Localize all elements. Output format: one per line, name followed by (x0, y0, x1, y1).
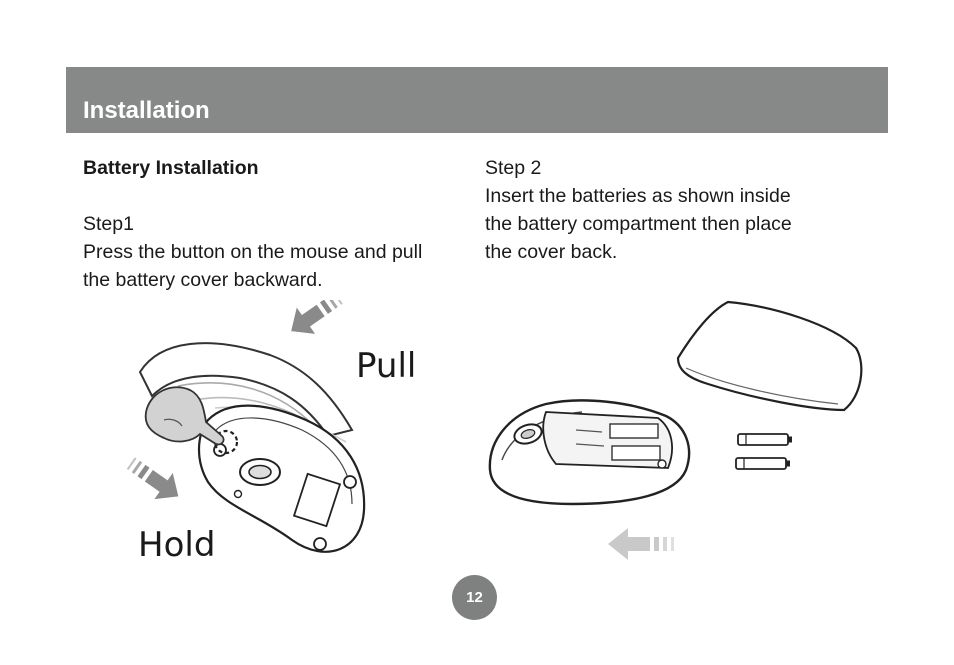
step1-title: Step1 (83, 213, 134, 235)
subheading: Battery Installation (83, 157, 259, 179)
page-number: 12 (466, 589, 483, 606)
step1-illustration: Pull Hold (126, 300, 416, 565)
hold-arrow-icon (126, 457, 179, 500)
step2-text-line-3: the cover back. (485, 241, 618, 263)
mouse-top-icon (488, 399, 691, 506)
step2-title: Step 2 (485, 157, 542, 179)
step2-text-line-2: the battery compartment then place (485, 213, 792, 235)
slide-arrow-icon (608, 528, 674, 560)
page-number-badge: 12 (452, 575, 497, 620)
battery-icon (735, 457, 790, 470)
section-title: Installation (83, 97, 210, 124)
step2-text-line-1: Insert the batteries as shown inside (485, 185, 791, 207)
battery-icon (737, 433, 792, 446)
mouse-underside-icon (198, 404, 366, 553)
pull-label: Pull (356, 346, 416, 386)
step2-illustration (488, 300, 863, 560)
pull-arrow-icon (291, 300, 343, 334)
finger-icon (144, 386, 225, 446)
left-column: Battery Installation Step1 Press the but… (83, 154, 478, 294)
section-header-bar: Installation (66, 67, 888, 133)
hold-label: Hold (138, 525, 215, 565)
step1-text-line-2: the battery cover backward. (83, 269, 323, 291)
battery-cover-icon (676, 300, 863, 412)
spacer (83, 182, 478, 210)
step1-text-line-1: Press the button on the mouse and pull (83, 241, 423, 263)
right-column: Step 2 Insert the batteries as shown ins… (485, 154, 865, 266)
